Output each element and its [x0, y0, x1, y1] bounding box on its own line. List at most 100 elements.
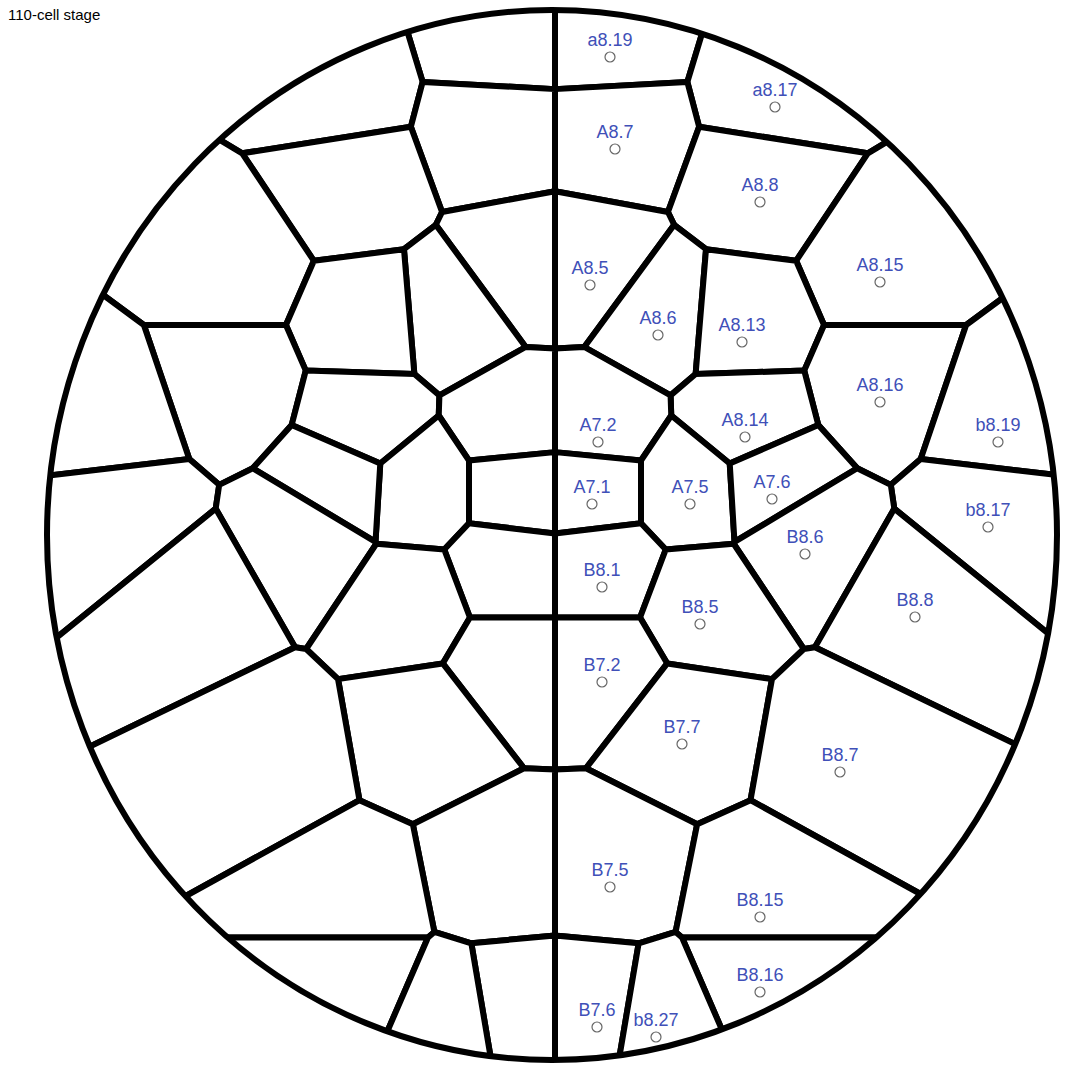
cell: A8.5	[569, 257, 610, 279]
nucleus-marker	[597, 582, 607, 592]
cell: A7.2	[577, 414, 618, 436]
cell-label: A8.6	[639, 308, 676, 328]
cell: B8.16	[734, 964, 785, 986]
nucleus-marker	[767, 494, 777, 504]
cell: B8.6	[784, 526, 825, 548]
cell: A8.6	[637, 307, 678, 329]
nucleus-marker	[737, 337, 747, 347]
stage-title: 110-cell stage	[8, 6, 100, 23]
cell-outline	[286, 249, 414, 374]
cell: B8.5	[679, 596, 720, 618]
cell-outline	[641, 416, 735, 550]
cell: b8.27	[631, 1009, 680, 1031]
cell-outline	[371, 932, 493, 1070]
cell: B7.5	[589, 859, 630, 881]
nucleus-marker	[835, 767, 845, 777]
cell: A8.15	[854, 254, 905, 276]
cell-label: A7.2	[579, 415, 616, 435]
cell-label: B7.5	[591, 860, 628, 880]
nucleus-marker	[695, 619, 705, 629]
cell-outline	[696, 249, 824, 374]
nucleus-marker	[875, 397, 885, 407]
nucleus-marker	[910, 612, 920, 622]
cell-label: b8.27	[633, 1010, 678, 1030]
cell: b8.19	[973, 414, 1022, 436]
cell: A8.13	[716, 314, 767, 336]
cell-outline	[555, 452, 641, 533]
cell-label: A8.14	[721, 410, 768, 430]
cell: B8.1	[581, 559, 622, 581]
cell: a8.17	[750, 79, 799, 101]
cell: B7.6	[576, 999, 617, 1021]
cell: B8.7	[819, 744, 860, 766]
cell: A8.16	[854, 374, 905, 396]
cell-label: A8.16	[856, 375, 903, 395]
cell-label: B8.6	[786, 527, 823, 547]
nucleus-marker	[653, 330, 663, 340]
nucleus-marker	[875, 277, 885, 287]
cell-label: B8.7	[821, 745, 858, 765]
cell: B8.15	[734, 889, 785, 911]
cell-label: A8.8	[741, 175, 778, 195]
nucleus-marker	[605, 52, 615, 62]
cell-label: A7.5	[671, 477, 708, 497]
cell-label: A8.7	[596, 122, 633, 142]
cell: a8.19	[585, 29, 634, 51]
cell: A8.14	[719, 409, 770, 431]
cell-label: A7.1	[573, 477, 610, 497]
cell-outline	[376, 416, 470, 550]
cell-label: B8.16	[736, 965, 783, 985]
nucleus-marker	[740, 432, 750, 442]
cell-outline	[676, 800, 1000, 937]
cell-outline	[796, 35, 1065, 325]
cell-label: b8.17	[965, 500, 1010, 520]
cell-outline	[617, 932, 739, 1070]
cell-label: B8.1	[583, 560, 620, 580]
nucleus-marker	[755, 912, 765, 922]
cell-label: a8.17	[752, 80, 797, 100]
nucleus-marker	[800, 549, 810, 559]
cell: B8.8	[894, 589, 935, 611]
nucleus-marker	[605, 882, 615, 892]
cell-outline	[0, 219, 189, 481]
cell-label: B7.2	[583, 655, 620, 675]
nucleus-marker	[587, 499, 597, 509]
cell-label: A8.13	[718, 315, 765, 335]
cell: A7.6	[751, 471, 792, 493]
nucleus-marker	[685, 499, 695, 509]
nucleus-marker	[593, 437, 603, 447]
cell-outline	[0, 938, 428, 1070]
embryo-outline	[47, 10, 1057, 1060]
cell: A8.8	[739, 174, 780, 196]
cell-label: A8.5	[571, 258, 608, 278]
cell-label: A7.6	[753, 472, 790, 492]
cell-outline	[0, 8, 314, 325]
cell: A7.5	[669, 476, 710, 498]
cell: B7.7	[661, 716, 702, 738]
nucleus-marker	[983, 522, 993, 532]
cell-label: B8.8	[896, 590, 933, 610]
cell: A8.7	[594, 121, 635, 143]
nucleus-marker	[755, 987, 765, 997]
cell-label: a8.19	[587, 30, 632, 50]
cell-outline	[682, 938, 1065, 1070]
cell-label: B7.6	[578, 1000, 615, 1020]
nucleus-marker	[677, 739, 687, 749]
cell-label: B7.7	[663, 717, 700, 737]
cell-label: A8.15	[856, 255, 903, 275]
cell-outline	[0, 0, 423, 153]
cell: b8.17	[963, 499, 1012, 521]
cell-label: B8.15	[736, 890, 783, 910]
nucleus-marker	[610, 144, 620, 154]
cell-outline	[921, 252, 1065, 476]
cell: B7.2	[581, 654, 622, 676]
nucleus-marker	[592, 1022, 602, 1032]
nucleus-marker	[755, 197, 765, 207]
nucleus-marker	[770, 102, 780, 112]
cell-outline	[469, 452, 555, 533]
nucleus-marker	[651, 1032, 661, 1042]
cell-label: b8.19	[975, 415, 1020, 435]
cell-label: B8.5	[681, 597, 718, 617]
